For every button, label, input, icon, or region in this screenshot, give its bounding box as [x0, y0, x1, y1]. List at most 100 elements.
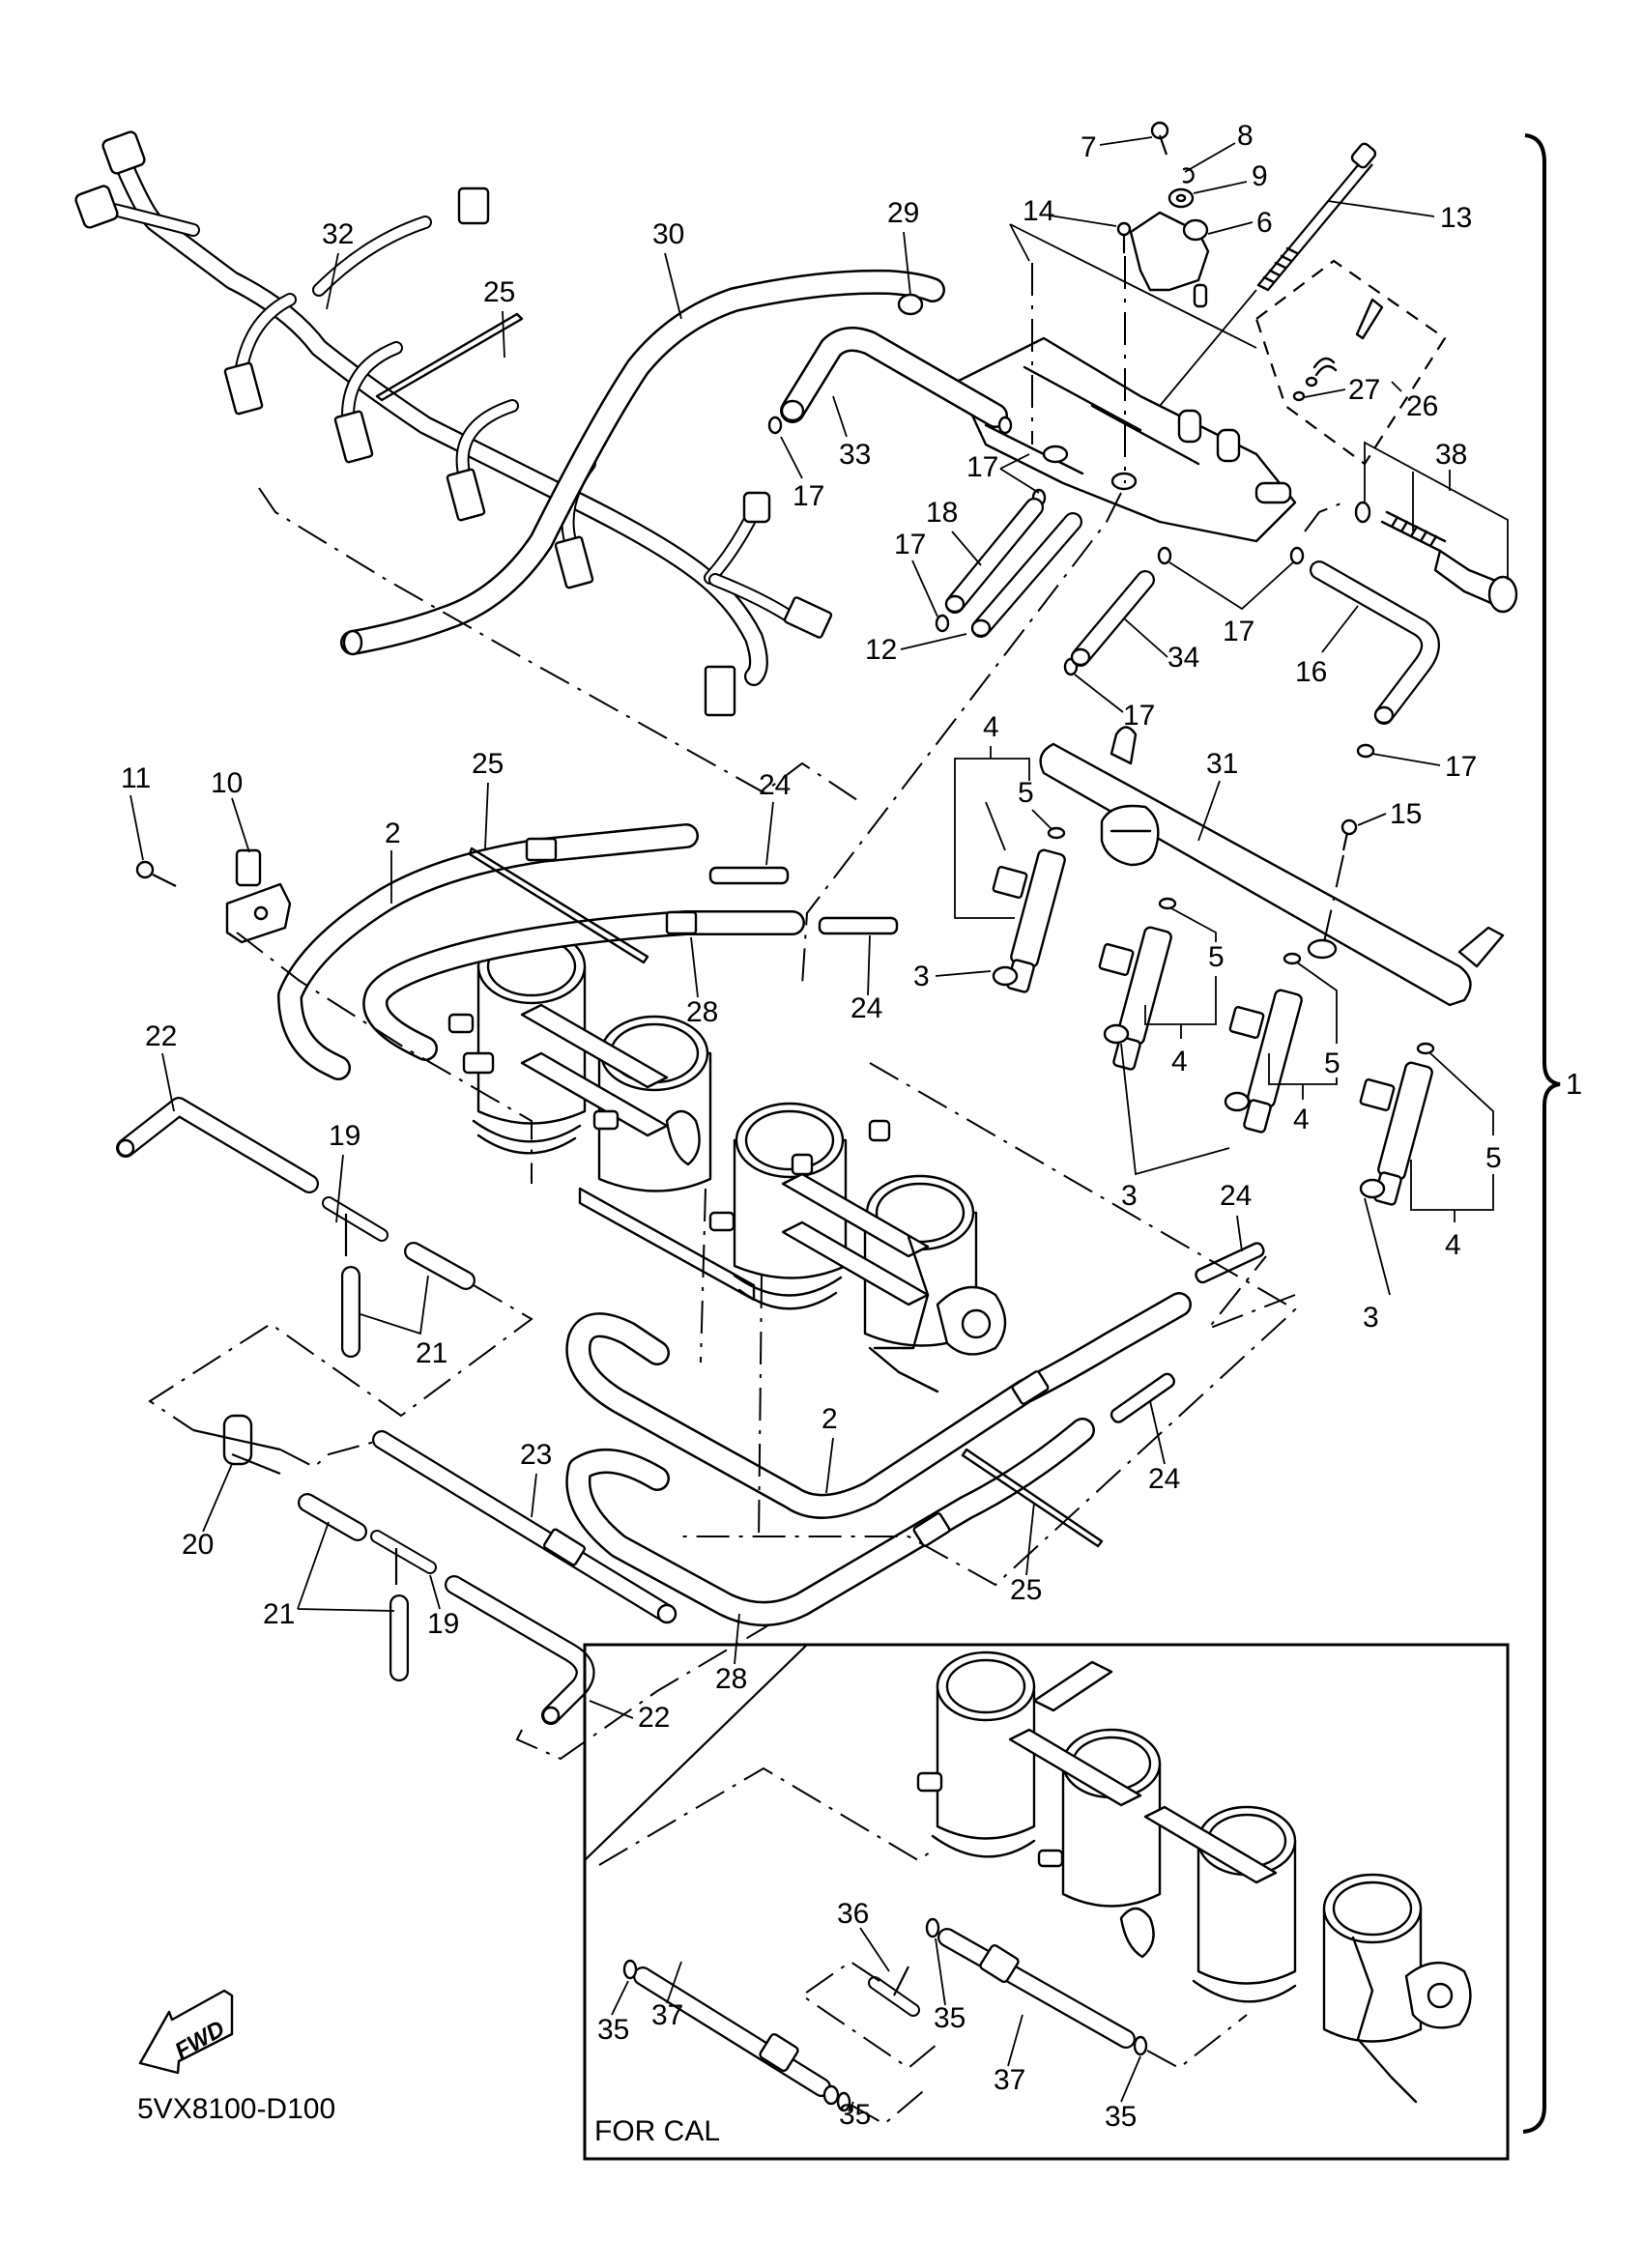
callout-34[interactable]: 34: [1167, 642, 1199, 674]
map-sensor[interactable]: [1129, 211, 1210, 308]
bolt-24-upper-a[interactable]: [708, 866, 790, 885]
inset-throttle-bodies[interactable]: [916, 1651, 1472, 2104]
callout-2-bottom[interactable]: 2: [822, 1403, 838, 1435]
screw-15[interactable]: [1340, 818, 1358, 851]
callout-26[interactable]: 26: [1406, 390, 1438, 422]
callout-33[interactable]: 33: [839, 439, 871, 471]
hose-37-left[interactable]: [633, 1967, 840, 2106]
callout-20[interactable]: 20: [182, 1529, 214, 1561]
injector-4[interactable]: [1359, 1061, 1433, 1206]
callout-31[interactable]: 31: [1206, 748, 1238, 780]
hose-22-upper[interactable]: [116, 1097, 319, 1193]
callout-25-middle[interactable]: 25: [472, 748, 504, 780]
cable-tie-bottom[interactable]: [961, 1448, 1104, 1548]
callout-3-b[interactable]: 3: [1121, 1180, 1138, 1212]
callout-6[interactable]: 6: [1256, 207, 1273, 239]
hose-37-right[interactable]: [937, 1928, 1136, 2049]
callout-17-c[interactable]: 17: [894, 529, 926, 560]
callout-4-a[interactable]: 4: [983, 711, 999, 743]
cable-tie-middle[interactable]: [468, 847, 649, 964]
hose-2-top[interactable]: [277, 823, 699, 1080]
callout-12[interactable]: 12: [865, 634, 897, 666]
hose-34[interactable]: [1070, 570, 1155, 667]
screw-14[interactable]: [1116, 221, 1132, 253]
clamp-29[interactable]: [897, 293, 924, 316]
callout-32[interactable]: 32: [322, 218, 354, 250]
callout-28-top[interactable]: 28: [686, 996, 718, 1028]
hose-clips-17[interactable]: [767, 416, 1375, 759]
callout-16[interactable]: 16: [1295, 656, 1327, 688]
hose-22-lower[interactable]: [445, 1575, 595, 1725]
hose-33[interactable]: [780, 327, 1008, 428]
injector-1[interactable]: [992, 848, 1066, 993]
callout-9[interactable]: 9: [1252, 160, 1268, 192]
hoses-21-upper[interactable]: [341, 1242, 476, 1358]
cable-tie-top[interactable]: [375, 312, 524, 402]
injector-3[interactable]: [1228, 989, 1303, 1134]
hose-28-top[interactable]: [362, 910, 805, 1061]
callout-21-lower[interactable]: 21: [263, 1598, 295, 1630]
t-joint-19-lower[interactable]: [370, 1530, 437, 1585]
callout-11[interactable]: 11: [121, 762, 151, 794]
washer-9[interactable]: [1167, 187, 1195, 209]
callout-22-upper[interactable]: 22: [145, 1020, 177, 1052]
callout-4-d[interactable]: 4: [1445, 1229, 1461, 1261]
callout-24-upper-a[interactable]: 24: [759, 769, 791, 801]
long-bolt-13[interactable]: [1159, 142, 1377, 407]
throttle-body-assembly[interactable]: [447, 928, 1007, 1393]
callout-4-b[interactable]: 4: [1171, 1046, 1188, 1077]
callout-17-a[interactable]: 17: [793, 480, 824, 512]
callout-17-b[interactable]: 17: [966, 451, 998, 483]
callout-18[interactable]: 18: [926, 497, 958, 529]
hose-23[interactable]: [372, 1430, 677, 1624]
callout-13[interactable]: 13: [1440, 202, 1472, 234]
callout-25-top[interactable]: 25: [483, 276, 515, 308]
t-joint-19-upper[interactable]: [322, 1196, 389, 1256]
callout-28-bottom[interactable]: 28: [715, 1663, 747, 1695]
callout-14[interactable]: 14: [1023, 195, 1054, 227]
callout-36[interactable]: 36: [837, 1898, 869, 1930]
callout-17-f[interactable]: 17: [1445, 751, 1477, 783]
hose-2-bottom[interactable]: [565, 1292, 1192, 1519]
callout-24-upper-b[interactable]: 24: [850, 992, 882, 1024]
callout-17-e[interactable]: 17: [1123, 700, 1155, 732]
callout-3-a[interactable]: 3: [913, 961, 930, 992]
o-rings-5[interactable]: [1047, 826, 1435, 1055]
seals-3[interactable]: [992, 965, 1386, 1199]
callout-35-b[interactable]: 35: [839, 2099, 871, 2131]
callout-5-a[interactable]: 5: [1018, 777, 1034, 809]
hoses-21-lower[interactable]: [298, 1493, 409, 1681]
callout-4-c[interactable]: 4: [1293, 1104, 1310, 1135]
callout-5-b[interactable]: 5: [1208, 941, 1225, 973]
fuel-rail[interactable]: [1039, 726, 1505, 1007]
screw-11[interactable]: [135, 860, 177, 887]
callout-10[interactable]: 10: [211, 767, 243, 799]
bolt-24-lower-b[interactable]: [1110, 1371, 1176, 1423]
callout-35-d[interactable]: 35: [1105, 2101, 1137, 2133]
callout-29[interactable]: 29: [887, 197, 919, 229]
callout-8[interactable]: 8: [1237, 120, 1254, 152]
callout-3-c[interactable]: 3: [1363, 1302, 1379, 1334]
callout-24-lower-a[interactable]: 24: [1220, 1180, 1252, 1212]
callout-5-d[interactable]: 5: [1485, 1142, 1502, 1174]
callout-30[interactable]: 30: [652, 218, 684, 250]
callout-7[interactable]: 7: [1081, 131, 1097, 163]
callout-37-left[interactable]: 37: [651, 1999, 683, 2031]
bolt-24-upper-b[interactable]: [818, 916, 899, 935]
callout-19-lower[interactable]: 19: [427, 1608, 459, 1640]
t-joint-36[interactable]: [868, 1966, 920, 2017]
hose-12[interactable]: [970, 512, 1082, 638]
throttle-position-sensor[interactable]: [225, 848, 292, 944]
callout-35-c[interactable]: 35: [934, 2002, 966, 2034]
filter-parts-27[interactable]: [1292, 298, 1384, 402]
callout-17-d[interactable]: 17: [1223, 616, 1254, 647]
callout-5-c[interactable]: 5: [1324, 1048, 1340, 1079]
bolt-24-lower-a[interactable]: [1195, 1242, 1266, 1284]
callout-21-upper[interactable]: 21: [416, 1337, 447, 1369]
callout-25-bottom[interactable]: 25: [1010, 1574, 1042, 1606]
callout-15[interactable]: 15: [1390, 798, 1422, 830]
callout-22-lower[interactable]: 22: [638, 1702, 670, 1734]
clip-8[interactable]: [1182, 167, 1195, 184]
callout-23[interactable]: 23: [520, 1439, 552, 1471]
injector-2[interactable]: [1098, 926, 1172, 1071]
